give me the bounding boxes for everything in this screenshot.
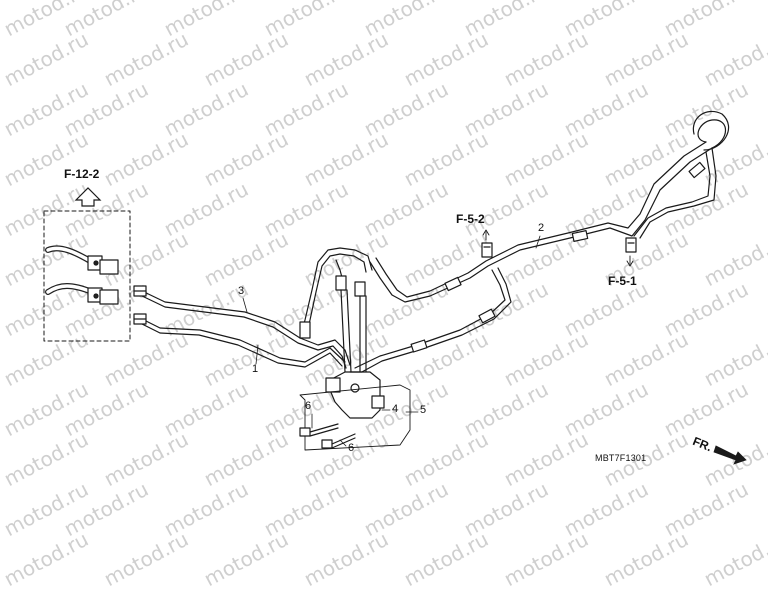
callout-4: 4 bbox=[392, 403, 399, 415]
pipe-clip bbox=[299, 321, 311, 339]
leader-2 bbox=[535, 235, 541, 249]
connector-f5-1 bbox=[625, 237, 637, 253]
arrow-f5-2 bbox=[482, 229, 490, 241]
arrow-f5-1 bbox=[626, 255, 634, 267]
pipe-2-inner bbox=[375, 141, 707, 298]
pipe-1-right-inner bbox=[359, 267, 512, 374]
callout-6-lower: 6 bbox=[348, 442, 355, 454]
callout-3: 3 bbox=[238, 285, 245, 297]
ref-f12-2: F-12-2 bbox=[64, 167, 100, 181]
pipe-2-descend-inner bbox=[633, 151, 711, 237]
callout-5: 5 bbox=[420, 404, 427, 416]
hose-lower-inner bbox=[46, 284, 94, 294]
pipe-2-outer bbox=[369, 147, 713, 303]
leader-1 bbox=[255, 344, 259, 365]
box-fitting-upper bbox=[87, 255, 119, 275]
dashed-group-box bbox=[43, 210, 131, 342]
fitting-end-lower bbox=[133, 313, 147, 325]
pipe-2-descend bbox=[639, 147, 717, 239]
connector-f5-2 bbox=[481, 242, 493, 258]
front-arrow-icon bbox=[713, 445, 747, 465]
arrow-up-icon bbox=[74, 187, 102, 207]
center-fittings bbox=[335, 259, 367, 373]
pipe-1-inner bbox=[139, 322, 343, 368]
callout-1: 1 bbox=[252, 363, 259, 375]
ref-f5-2: F-5-2 bbox=[456, 212, 485, 226]
fitting-end-upper bbox=[133, 285, 147, 297]
pipe-3-upper-branch bbox=[299, 247, 373, 339]
pipe-2-loop-inner bbox=[692, 110, 730, 151]
callout-2: 2 bbox=[538, 222, 545, 234]
pipe-2-loop bbox=[697, 119, 727, 149]
clip-a bbox=[444, 276, 462, 292]
bracket-parts bbox=[299, 384, 411, 451]
leader-6b bbox=[339, 439, 347, 447]
bolt-upper bbox=[299, 423, 339, 437]
pipe-1-outer bbox=[139, 317, 346, 363]
diagram-lines bbox=[43, 110, 747, 465]
callout-6-upper: 6 bbox=[305, 400, 312, 412]
leader-3 bbox=[242, 297, 248, 313]
ref-f5-1: F-5-1 bbox=[608, 274, 637, 288]
clip-c bbox=[410, 339, 428, 353]
pipe-1-right-outer bbox=[354, 269, 506, 369]
pipe-3-inner bbox=[139, 294, 347, 369]
clip-e bbox=[688, 161, 706, 179]
clip-d bbox=[478, 308, 496, 324]
clip-b bbox=[571, 230, 589, 242]
pipe-3-outer bbox=[139, 289, 351, 366]
valve-body bbox=[325, 371, 385, 419]
diagram-code: MBT7F1301 bbox=[595, 453, 647, 463]
box-fitting-lower bbox=[87, 287, 119, 305]
pipe-3-upper-branch-inner bbox=[305, 253, 367, 337]
